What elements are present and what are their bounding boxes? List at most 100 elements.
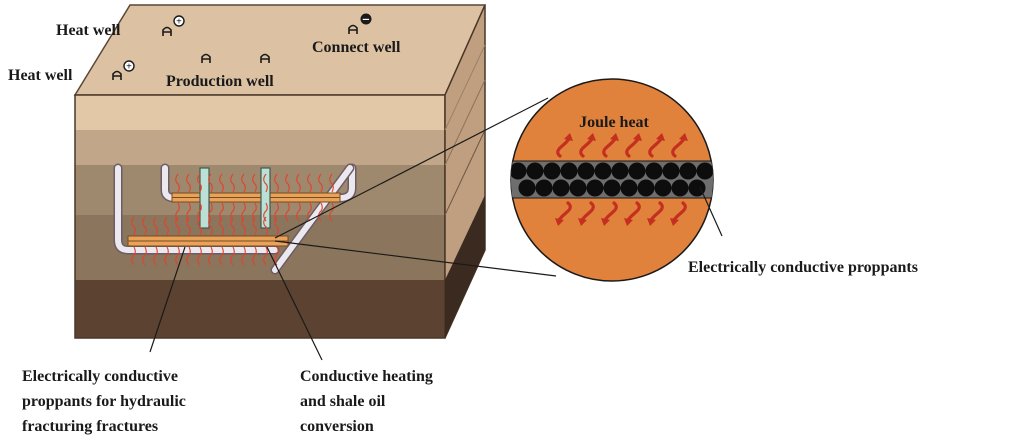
proppant-particle — [560, 162, 578, 180]
heat-wave — [329, 202, 334, 222]
leader-lines — [149, 186, 723, 361]
leader-proppants-right — [699, 186, 723, 237]
heat-wave — [252, 173, 257, 193]
heat-wave — [197, 202, 202, 222]
proppant-particle — [586, 179, 604, 197]
heat-wave — [197, 216, 202, 236]
heat-wave — [131, 216, 136, 236]
heat-wave — [219, 246, 224, 266]
polarity-symbols: + + − — [123, 13, 372, 73]
heat-wave — [285, 173, 290, 193]
proppant-particle — [654, 179, 672, 197]
heat-wave — [153, 216, 158, 236]
connector-lines — [274, 97, 557, 277]
wellhead-icon — [112, 70, 122, 80]
proppants-label-right: Electrically conductive proppants — [688, 259, 918, 276]
production-wells — [199, 167, 271, 229]
heat-wave — [263, 173, 268, 193]
heat-wave — [318, 173, 323, 193]
heat-wave — [285, 202, 290, 222]
block-right-face-deep — [445, 195, 485, 338]
heat-wave — [252, 246, 257, 266]
heat-well-label-top: Heat well — [56, 22, 121, 39]
heat-arrow-icon — [578, 201, 595, 226]
joule-heat-arrows — [555, 133, 688, 226]
heat-arrow-icon — [555, 201, 572, 226]
proppant-particle — [662, 162, 680, 180]
plus-sign-icon — [173, 15, 185, 27]
heat-wave — [208, 246, 213, 266]
wellhead-icon — [162, 26, 172, 36]
heat-waves — [131, 173, 334, 266]
proppant-particle — [594, 162, 612, 180]
heat-arrow-icon — [671, 133, 688, 158]
proppant-particle — [535, 179, 553, 197]
minus-sign-icon — [360, 13, 372, 25]
heat-wave — [296, 173, 301, 193]
heat-wave — [274, 216, 279, 236]
proppant-particle — [696, 162, 713, 180]
heat-wave — [274, 246, 279, 266]
proppant-particle — [645, 162, 663, 180]
heat-wave — [274, 202, 279, 222]
heat-wave — [142, 246, 147, 266]
proppant-particle — [637, 179, 655, 197]
heat-wave — [241, 173, 246, 193]
heat-wave — [296, 202, 301, 222]
geology-block — [73, 4, 487, 339]
heat-wave — [164, 216, 169, 236]
proppant-particle — [518, 179, 536, 197]
heat-wave — [329, 173, 334, 193]
heat-wave — [186, 246, 191, 266]
heat-wave — [219, 173, 224, 193]
heat-wave — [186, 216, 191, 236]
heat-well-label-left: Heat well — [8, 67, 73, 84]
heat-wave — [175, 173, 180, 193]
polarity-minus-label: − — [362, 15, 370, 26]
heat-wave — [252, 202, 257, 222]
connector-line-upper — [274, 97, 549, 239]
proppant-particle — [679, 162, 697, 180]
production-well-pipe — [260, 167, 271, 229]
heat-wave — [307, 202, 312, 222]
heat-wave — [263, 202, 268, 222]
stratum-layer-3 — [75, 165, 445, 215]
connector-line-lower — [274, 240, 557, 277]
wellheads — [112, 24, 358, 80]
heat-wave — [230, 173, 235, 193]
heat-wave — [175, 246, 180, 266]
proppant-layer — [511, 162, 713, 197]
conductive-heating-label: Conductive heating and shale oil convers… — [300, 368, 437, 435]
heat-arrow-icon — [579, 133, 596, 158]
proppants-hydraulic-label: Electrically conductive proppants for hy… — [22, 368, 190, 435]
heat-wave — [164, 246, 169, 266]
proppant-particle — [688, 179, 706, 197]
heat-wave — [241, 246, 246, 266]
proppant-particle — [511, 162, 527, 180]
heat-wave — [208, 202, 213, 222]
proppant-particle — [628, 162, 646, 180]
right-face-seam — [444, 44, 486, 131]
heat-arrow-icon — [670, 201, 687, 226]
wellhead-icon — [201, 53, 211, 63]
heat-arrow-icon — [648, 133, 665, 158]
heat-wave — [263, 216, 268, 236]
heat-wave — [142, 216, 147, 236]
heat-arrow-icon — [556, 133, 573, 158]
heat-wave — [186, 202, 191, 222]
plus-sign-icon — [123, 60, 135, 72]
heat-wave — [274, 173, 279, 193]
production-well-pipe — [199, 167, 210, 229]
heat-wave — [252, 216, 257, 236]
heat-arrow-icon — [602, 133, 619, 158]
heat-wave — [241, 216, 246, 236]
proppant-particle — [603, 179, 621, 197]
heat-wave — [230, 246, 235, 266]
heat-wave — [175, 202, 180, 222]
heat-wave — [219, 216, 224, 236]
heat-wave — [230, 216, 235, 236]
proppant-particle — [569, 179, 587, 197]
heat-wave — [175, 216, 180, 236]
polarity-plus-label: + — [126, 62, 132, 73]
